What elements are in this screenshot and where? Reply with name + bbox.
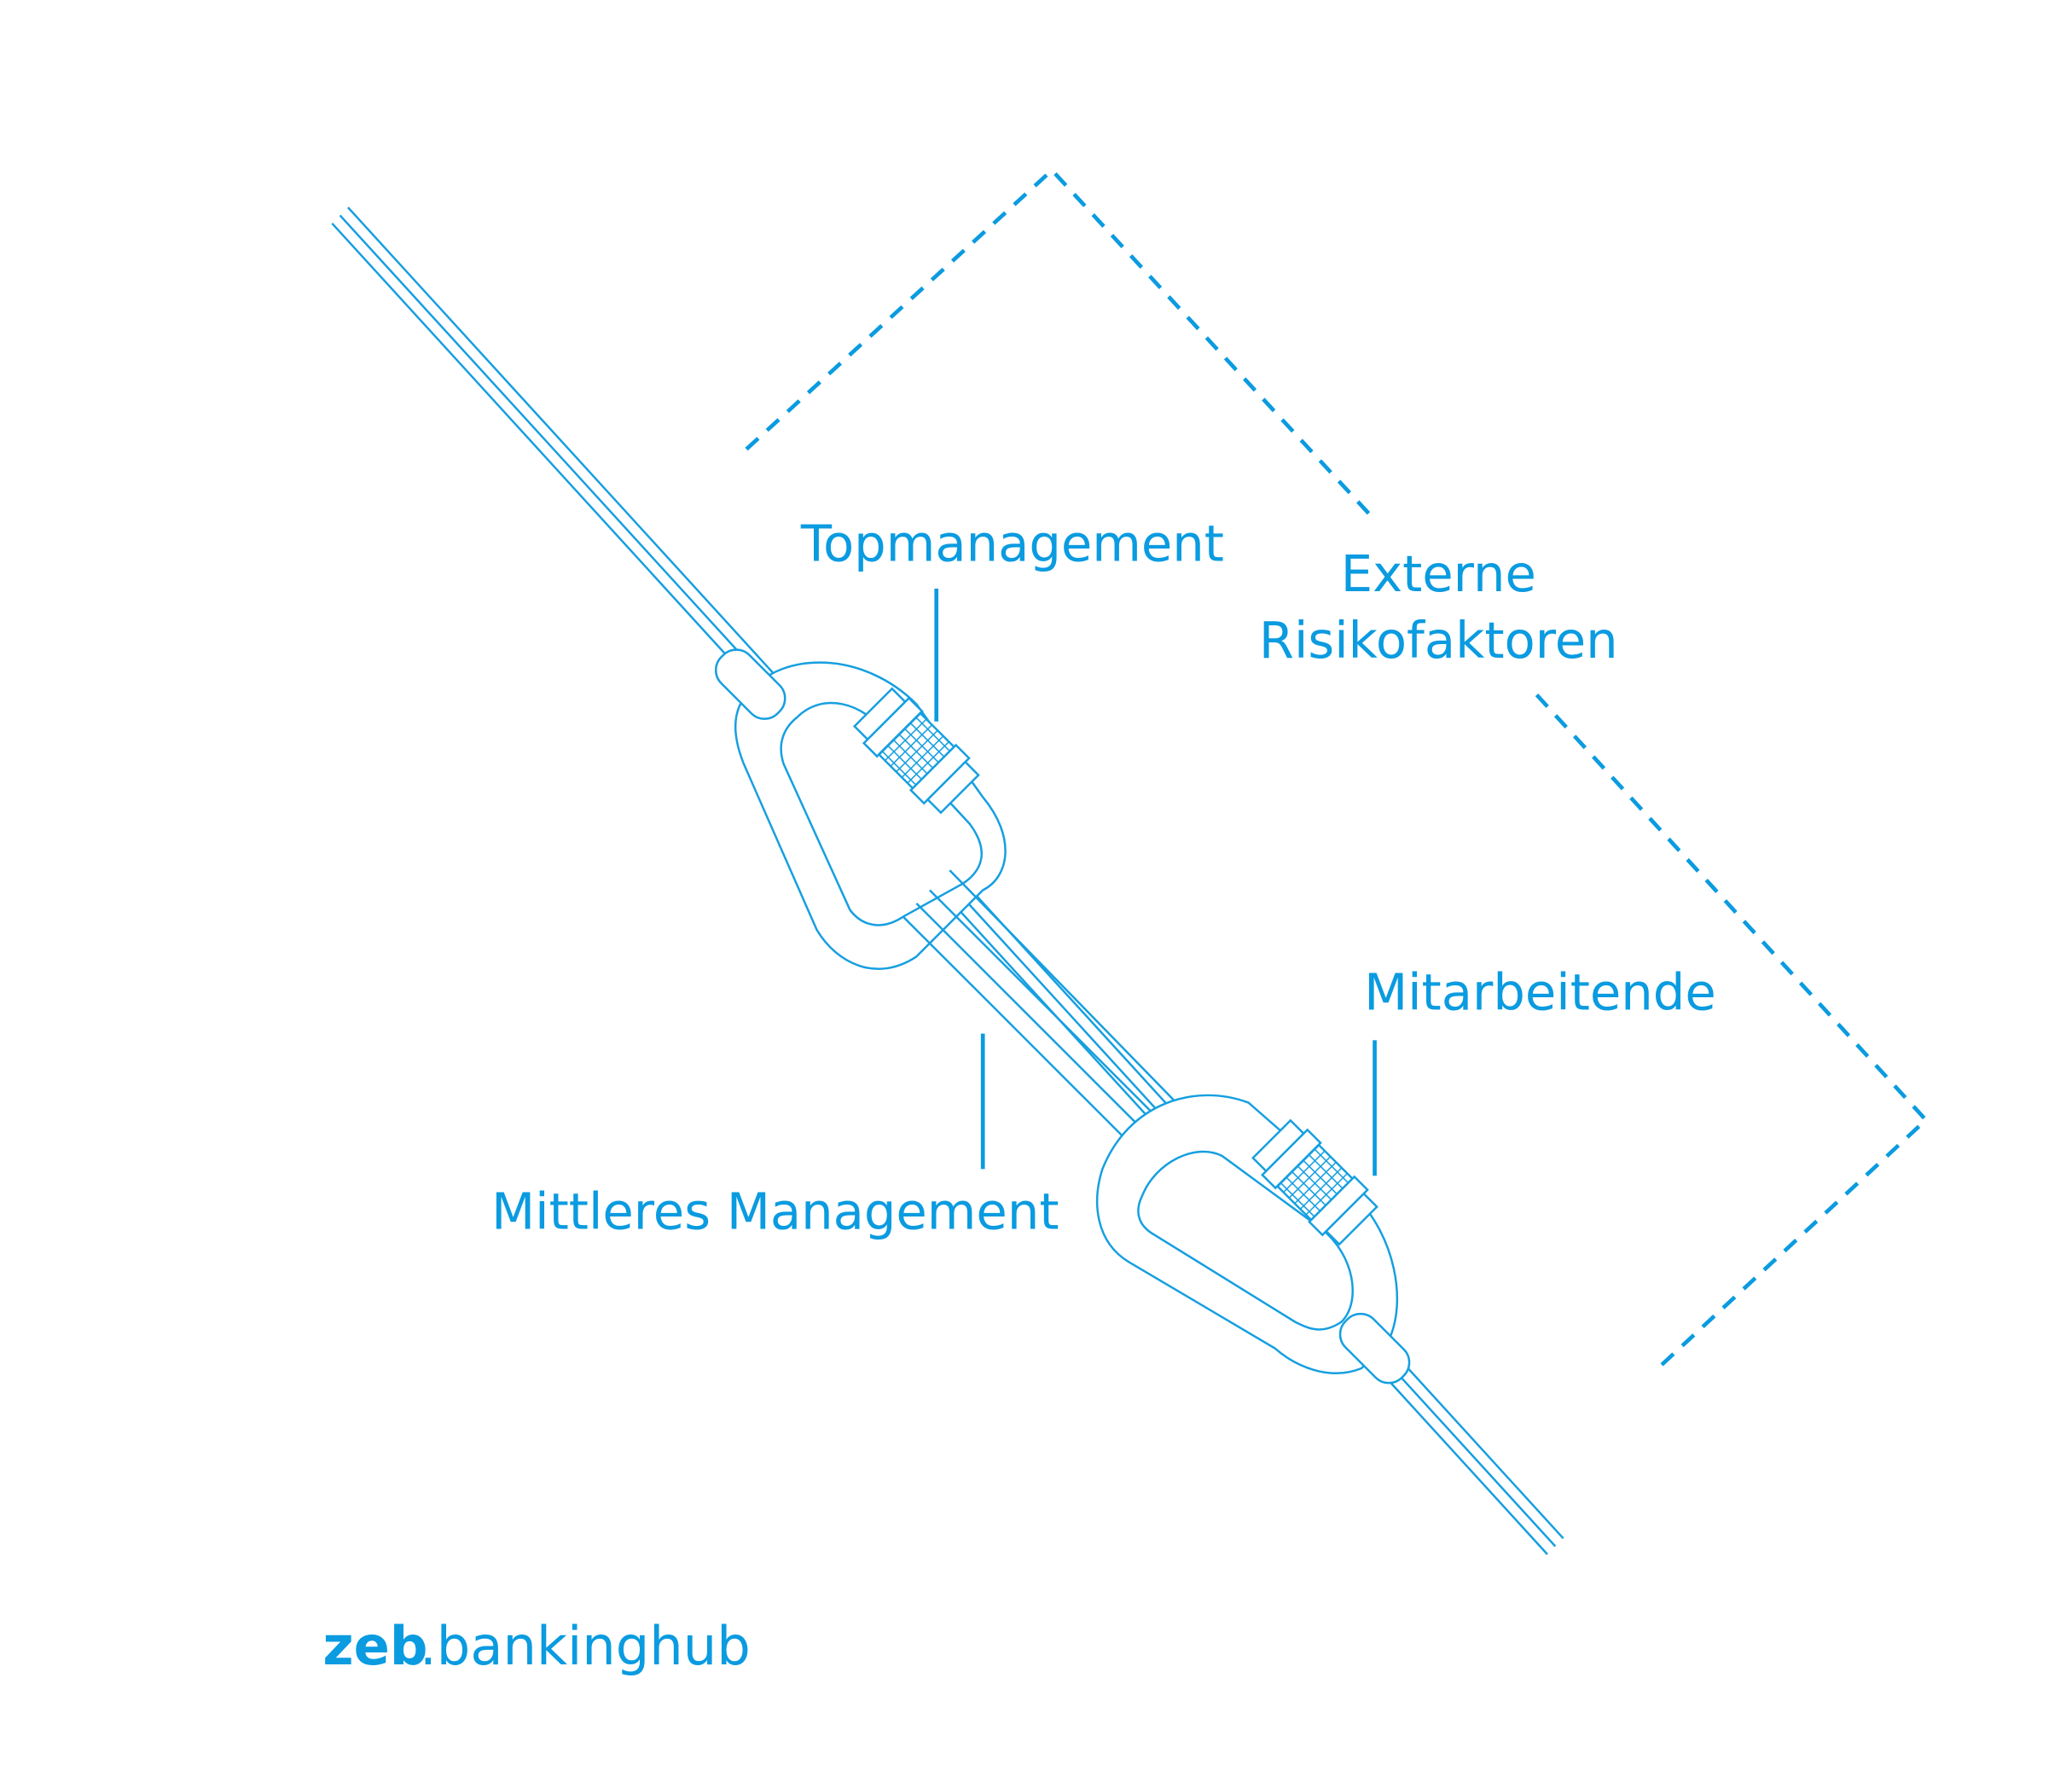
label-employees: Mitarbeitende [1364, 963, 1716, 1022]
label-external-line1: Externe [1341, 544, 1536, 603]
zeb-bankinghub-logo: zeb .bankinghub [322, 1615, 750, 1677]
logo-suffix: .bankinghub [420, 1615, 751, 1677]
label-topmanagement: Topmanagement [800, 514, 1224, 572]
external-risk-bracket [745, 167, 1930, 1374]
logo-brand: zeb [322, 1615, 427, 1677]
label-middle-management: Mittleres Management [491, 1182, 1059, 1240]
label-external-line2: Risikofaktoren [1259, 611, 1618, 670]
carabiner-bottom [1095, 1094, 1411, 1385]
carabiner-top [714, 648, 1007, 970]
